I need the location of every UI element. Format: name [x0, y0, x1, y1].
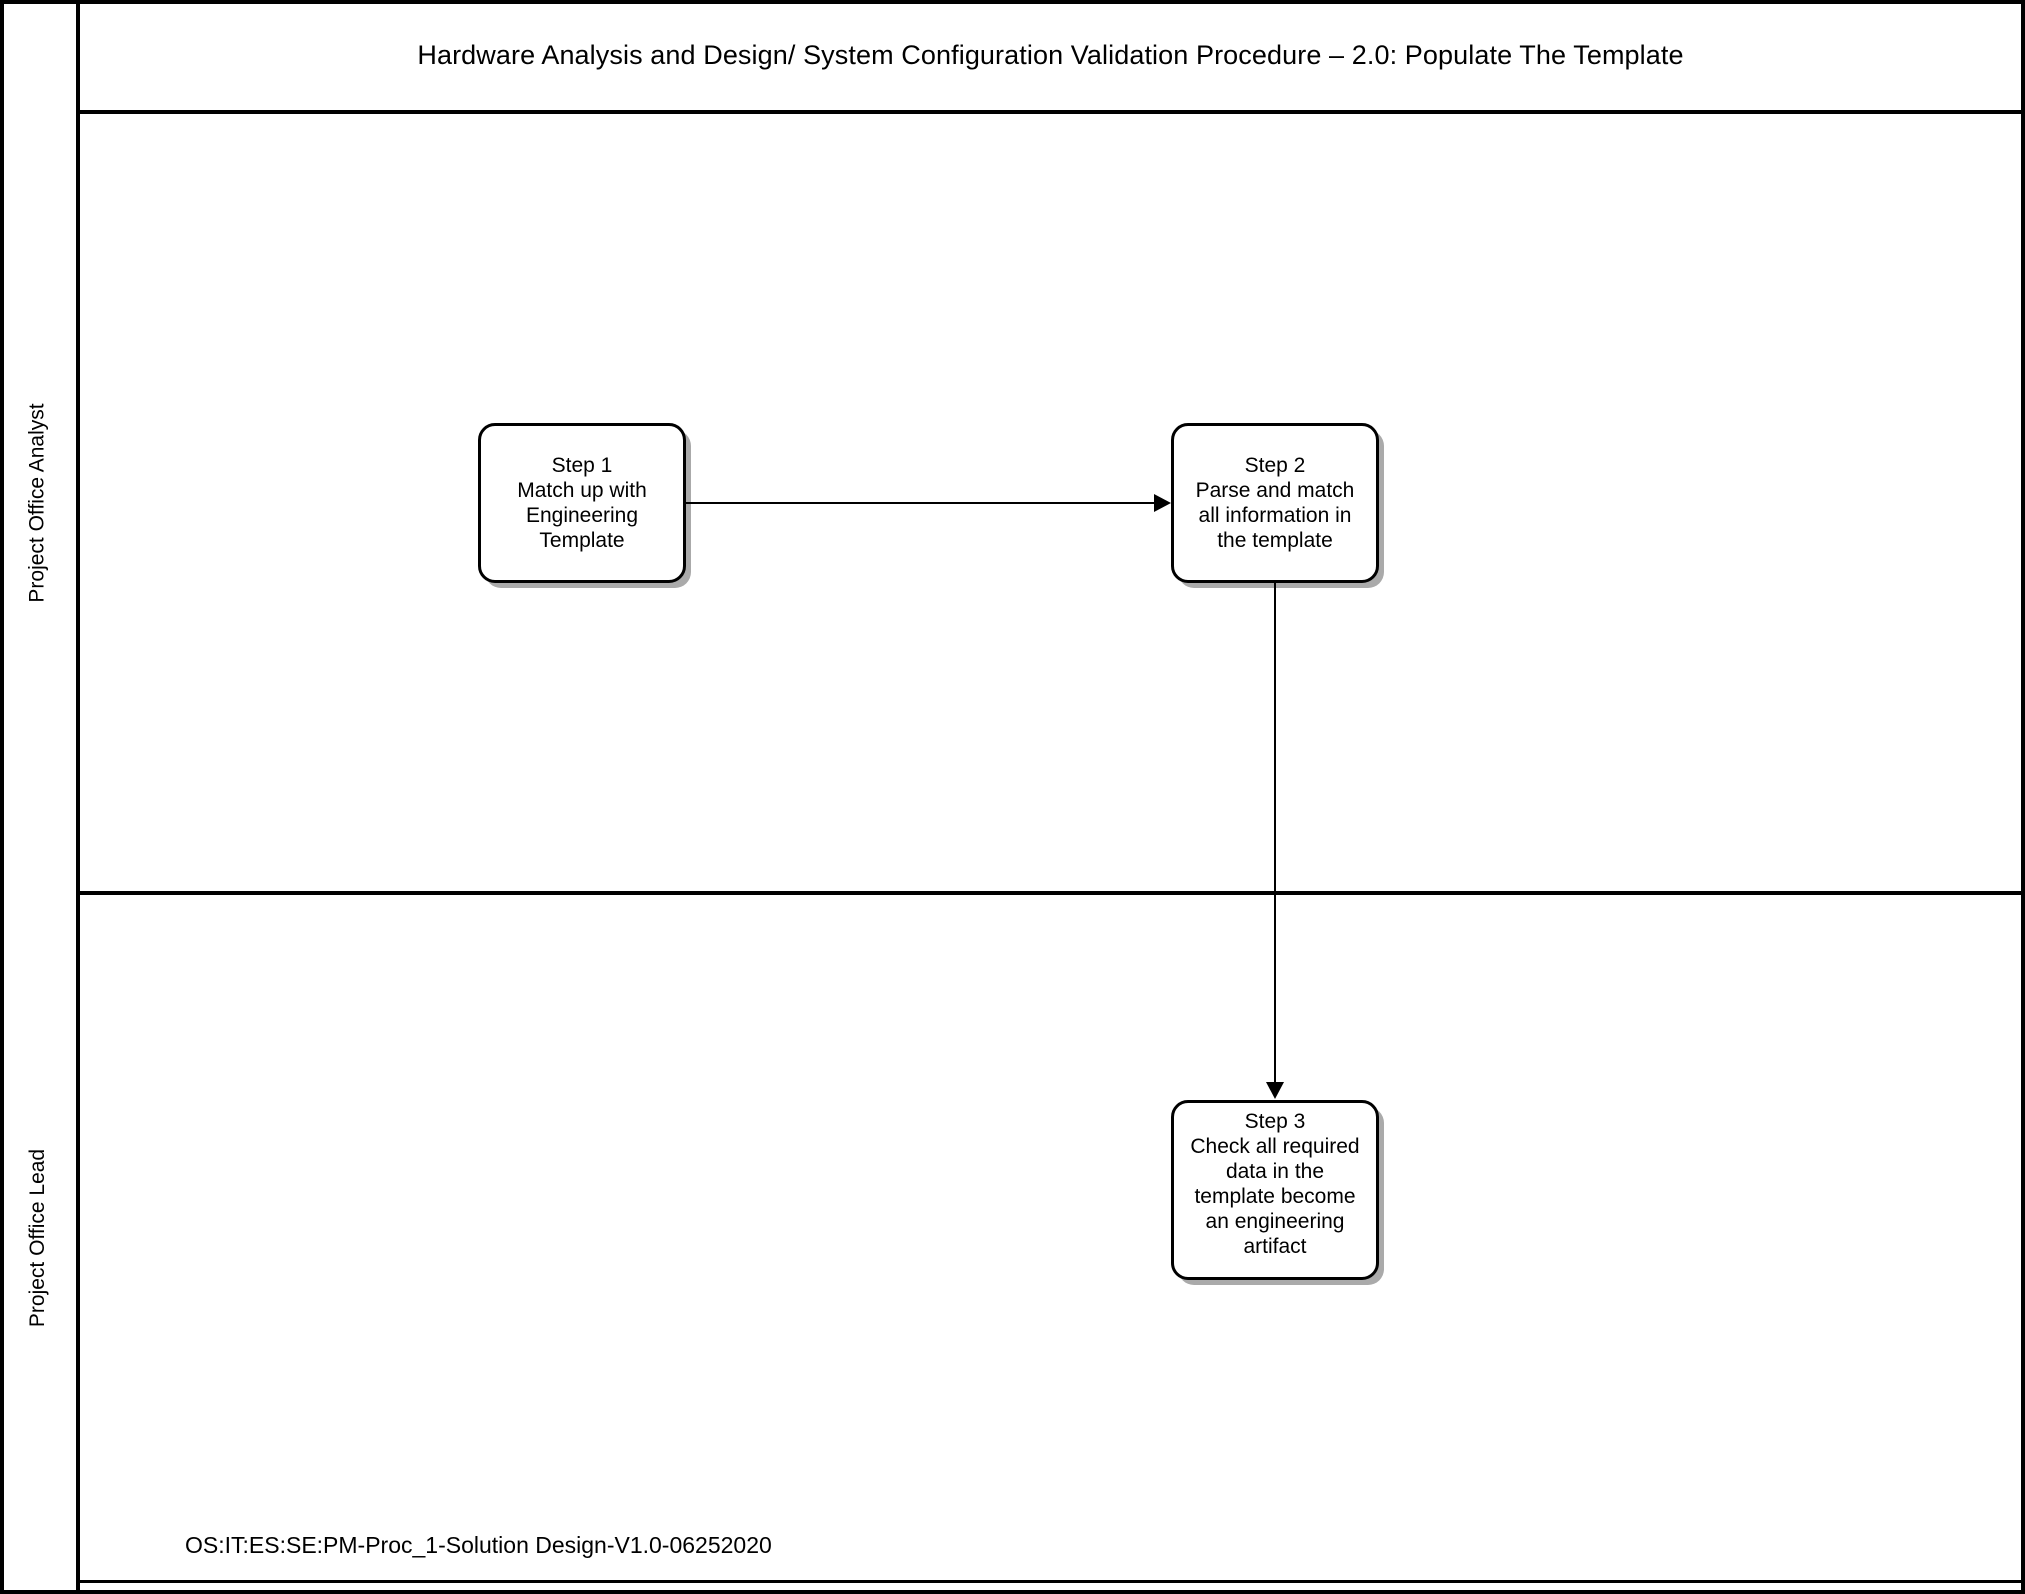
footer-divider	[80, 1580, 2025, 1583]
process-node-step-3-text: Step 3 Check all required data in the te…	[1190, 1110, 1360, 1258]
process-node-step-1[interactable]: Step 1 Match up with Engineering Templat…	[478, 423, 686, 583]
frame-top-border	[0, 0, 2025, 4]
lane-label-text: Project Office Analyst	[26, 402, 50, 603]
diagram-title: Hardware Analysis and Design/ System Con…	[417, 39, 1684, 70]
frame-bottom-border	[0, 1590, 2025, 1594]
connector-step2-to-step3-arrowhead-icon	[1266, 1082, 1284, 1099]
process-node-step-2-text: Step 2 Parse and match all information i…	[1195, 454, 1355, 552]
process-node-step-3[interactable]: Step 3 Check all required data in the te…	[1171, 1100, 1379, 1280]
connector-step2-to-step3-line	[1274, 583, 1276, 1088]
document-id-footer: OS:IT:ES:SE:PM-Proc_1-Solution Design-V1…	[185, 1532, 772, 1558]
lane-label-column-divider	[76, 0, 80, 1594]
process-node-step-1-text: Step 1 Match up with Engineering Templat…	[517, 454, 647, 552]
title-band-divider	[76, 110, 2025, 114]
lane-label-project-office-lead: Project Office Lead	[0, 895, 76, 1580]
process-node-step-2[interactable]: Step 2 Parse and match all information i…	[1171, 423, 1379, 583]
frame-left-border	[0, 0, 4, 1594]
lane-label-text: Project Office Lead	[26, 1148, 49, 1327]
lane-divider	[76, 891, 2025, 895]
connector-step1-to-step2-arrowhead-icon	[1154, 494, 1171, 512]
frame-right-border	[2021, 0, 2025, 1594]
diagram-title-band: Hardware Analysis and Design/ System Con…	[80, 0, 2021, 110]
connector-step1-to-step2-line	[686, 502, 1156, 504]
lane-label-project-office-analyst: Project Office Analyst	[0, 114, 76, 891]
